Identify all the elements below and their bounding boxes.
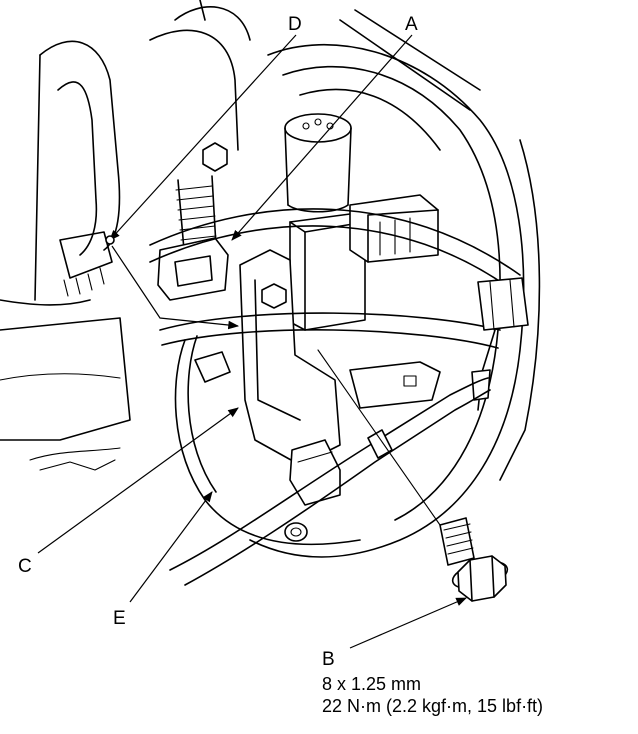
bolt-torque-label: 22 N·m (2.2 kgf·m, 15 lbf·ft) (322, 696, 543, 716)
callout-e: E (113, 608, 126, 629)
callout-d: D (288, 14, 302, 35)
flange-bolt (439, 517, 509, 602)
right-bracket-plate (349, 361, 441, 409)
callout-c: C (18, 556, 32, 577)
engine-background (0, 0, 541, 558)
leader-lines (37, 34, 467, 649)
canister (284, 113, 352, 213)
callout-a: A (405, 14, 418, 35)
callout-b: B (322, 649, 335, 670)
hoses (149, 208, 529, 586)
solenoid-valve (157, 194, 439, 331)
bolt-size-label: 8 x 1.25 mm (322, 674, 421, 694)
